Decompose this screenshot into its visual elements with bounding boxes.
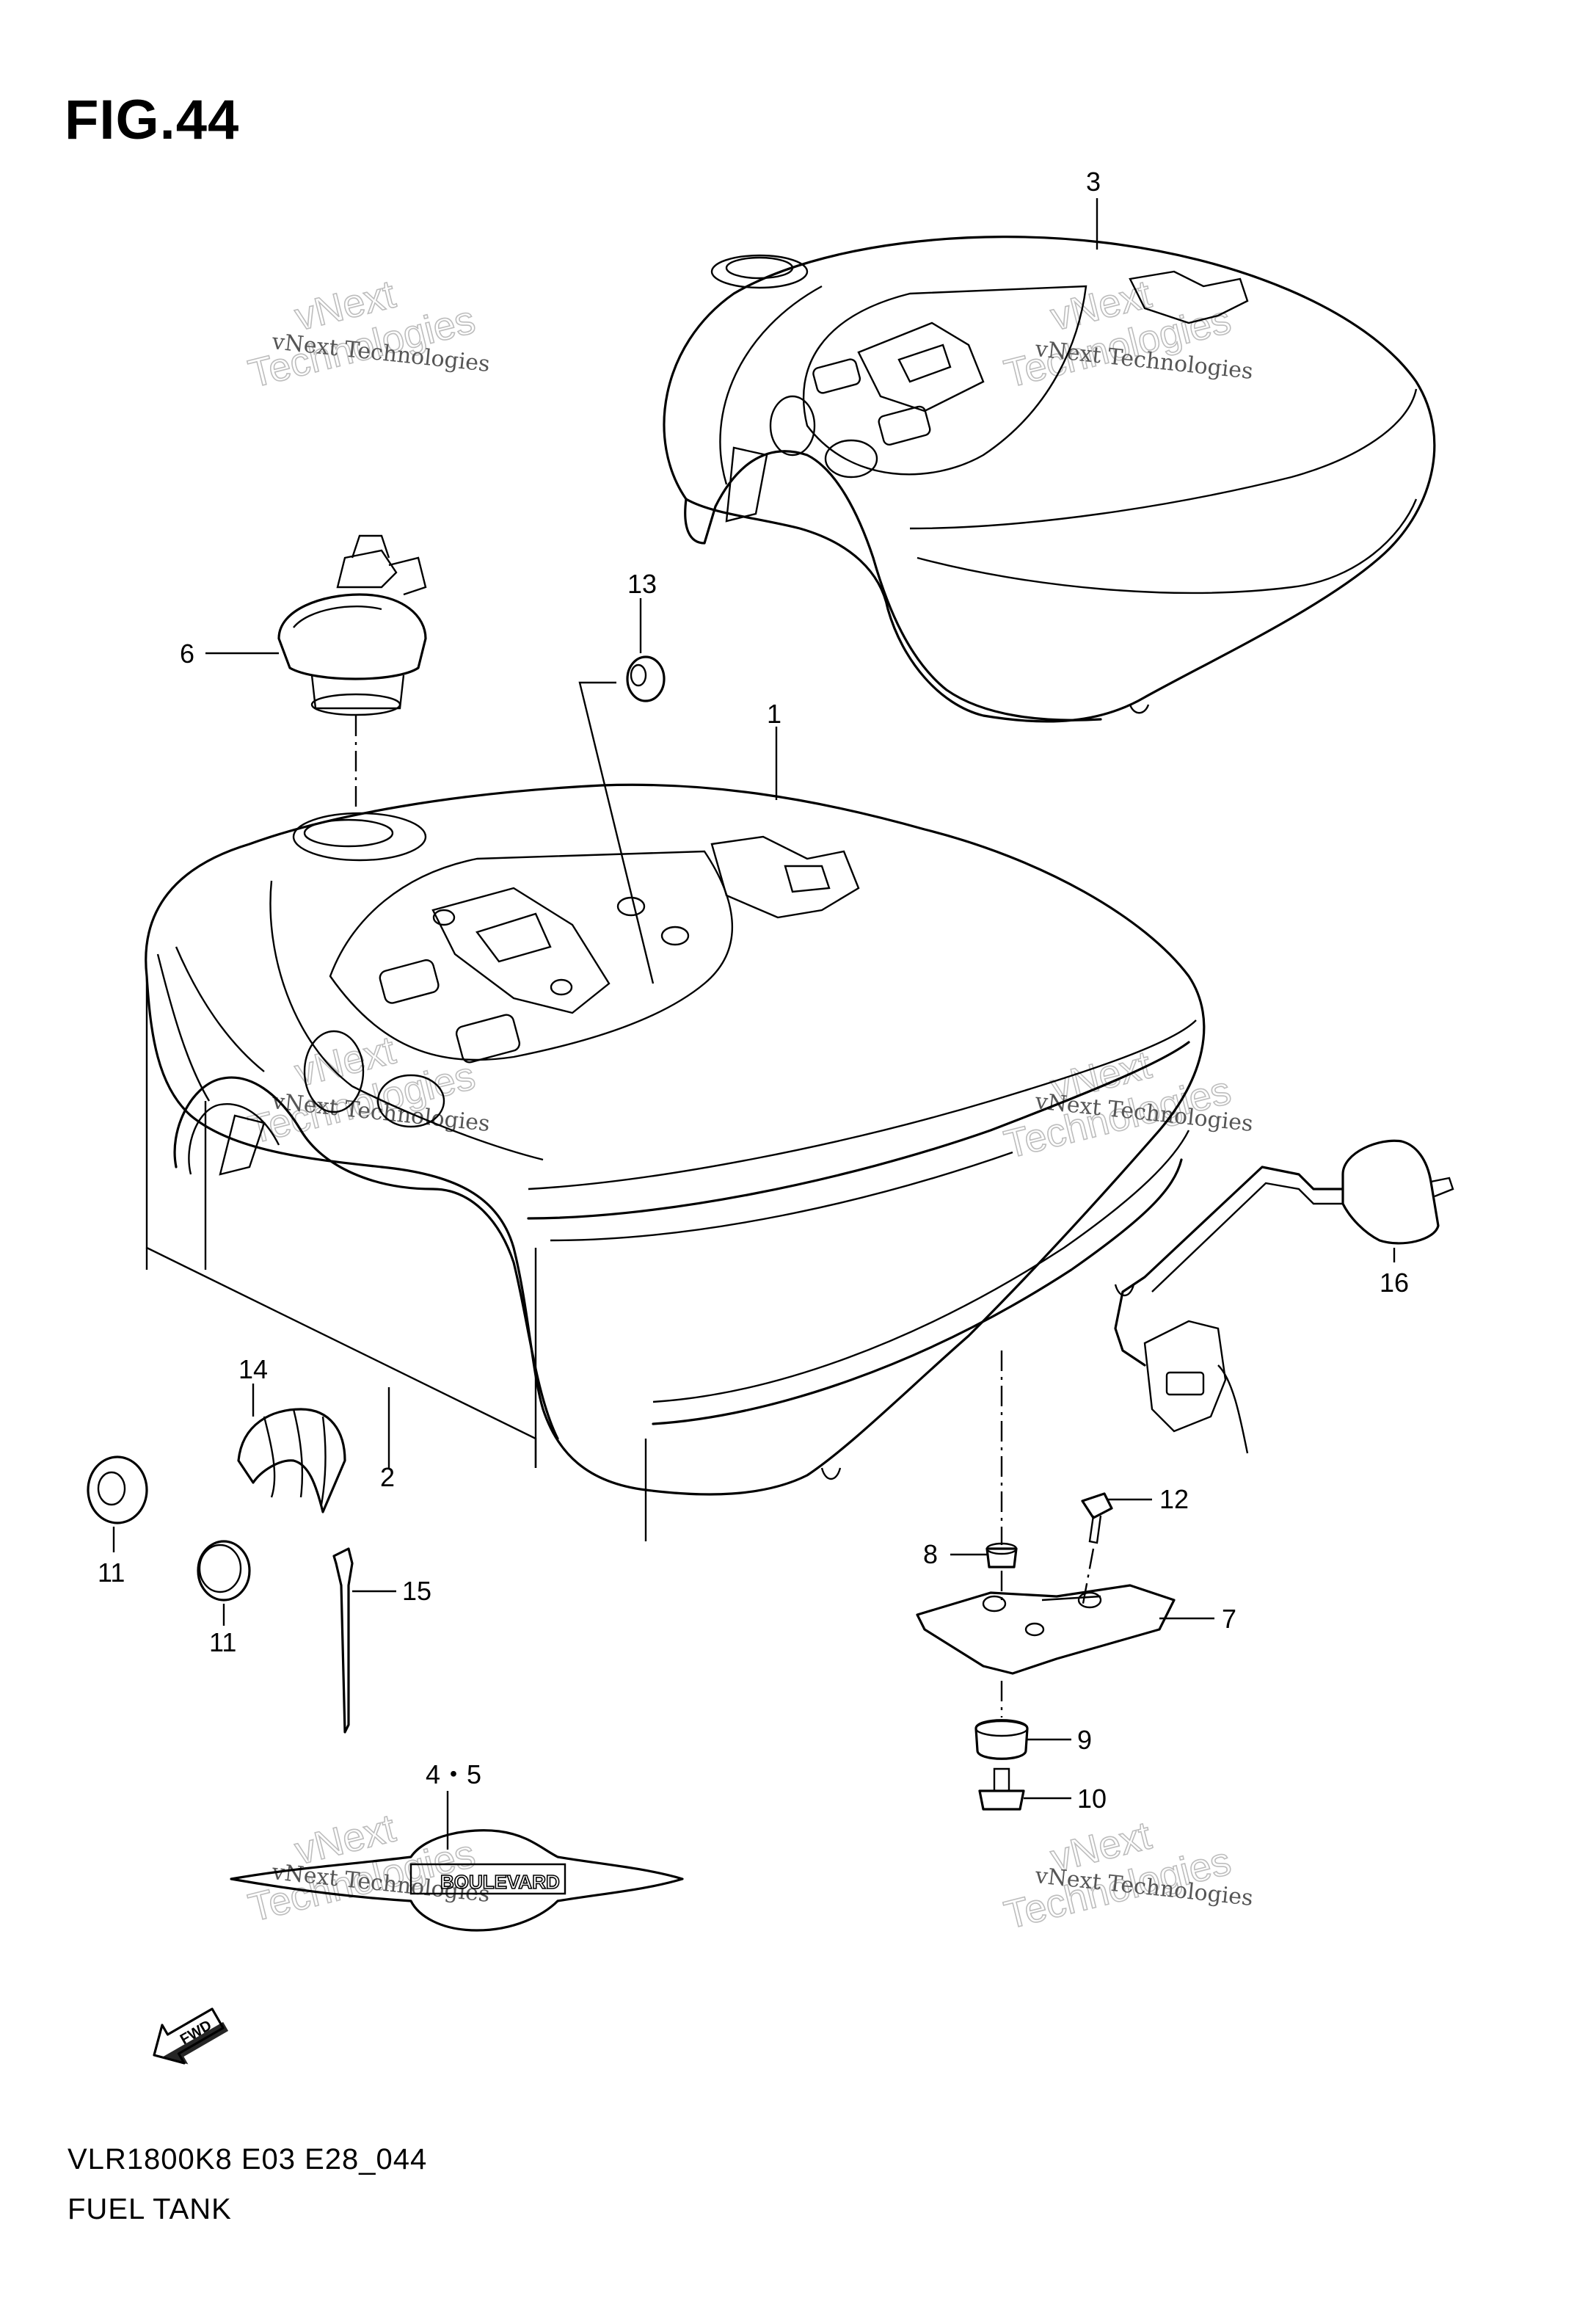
figure-title: FIG.44	[65, 89, 240, 151]
callout-9: 9	[1077, 1725, 1092, 1755]
part-7-bracket	[916, 1584, 1176, 1675]
callout-11-a: 11	[98, 1557, 125, 1588]
callout-3: 3	[1086, 167, 1101, 197]
part-13-guide-line	[578, 681, 655, 984]
callout-8: 8	[923, 1539, 938, 1569]
part-14-hose	[237, 1408, 346, 1513]
callout-6: 6	[180, 639, 194, 669]
callout-12: 12	[1159, 1484, 1189, 1514]
callout-4-5: 4・5	[426, 1759, 481, 1789]
figure-name: FUEL TANK	[68, 2193, 232, 2225]
part-2-frame-lines	[145, 976, 647, 1541]
part-11-cap-b	[197, 1540, 251, 1602]
callout-7: 7	[1222, 1604, 1236, 1634]
part-12-bolt	[1081, 1492, 1113, 1544]
part-10-bolt	[978, 1767, 1025, 1811]
fwd-arrow-icon: FWD	[153, 2007, 229, 2065]
figure-code: VLR1800K8 E03 E28_044	[68, 2143, 428, 2175]
callout-13: 13	[627, 569, 657, 599]
callout-10: 10	[1077, 1784, 1107, 1814]
part-12-guide-line	[1081, 1548, 1095, 1608]
part-1-fuel-tank	[145, 783, 1206, 1496]
callout-2: 2	[380, 1462, 395, 1492]
callout-11-b: 11	[209, 1627, 236, 1657]
callout-16: 16	[1380, 1268, 1409, 1298]
part-13-cushion	[626, 655, 666, 702]
leader-lines	[112, 198, 1396, 1850]
part-4-5-emblem: BOULEVARD	[230, 1829, 684, 1932]
watermark-5: vNext Technologies	[244, 1806, 480, 1931]
part-15-cable-tie	[332, 1547, 354, 1734]
part-16-fuel-sender	[1114, 1139, 1454, 1454]
emblem-text: BOULEVARD	[440, 1871, 560, 1893]
callout-1: 1	[767, 699, 781, 729]
part-8-collar	[985, 1542, 1018, 1568]
callout-numbers: 3 1 6 13 2 14 11 11 15 16 12 8 7 9 10 4・…	[98, 167, 1409, 1814]
watermark-6: vNext Technologies	[999, 1813, 1236, 1938]
part-9-damper	[974, 1719, 1029, 1760]
callout-15: 15	[402, 1576, 431, 1606]
callout-14: 14	[238, 1354, 268, 1384]
part-11-grommet-a	[87, 1455, 148, 1524]
part-6-fuel-cap	[277, 534, 427, 716]
watermark-2: vNext Technologies	[999, 272, 1236, 397]
part-3-tank-assembly	[663, 236, 1436, 723]
watermark-1: vNext Technologies	[244, 272, 480, 397]
